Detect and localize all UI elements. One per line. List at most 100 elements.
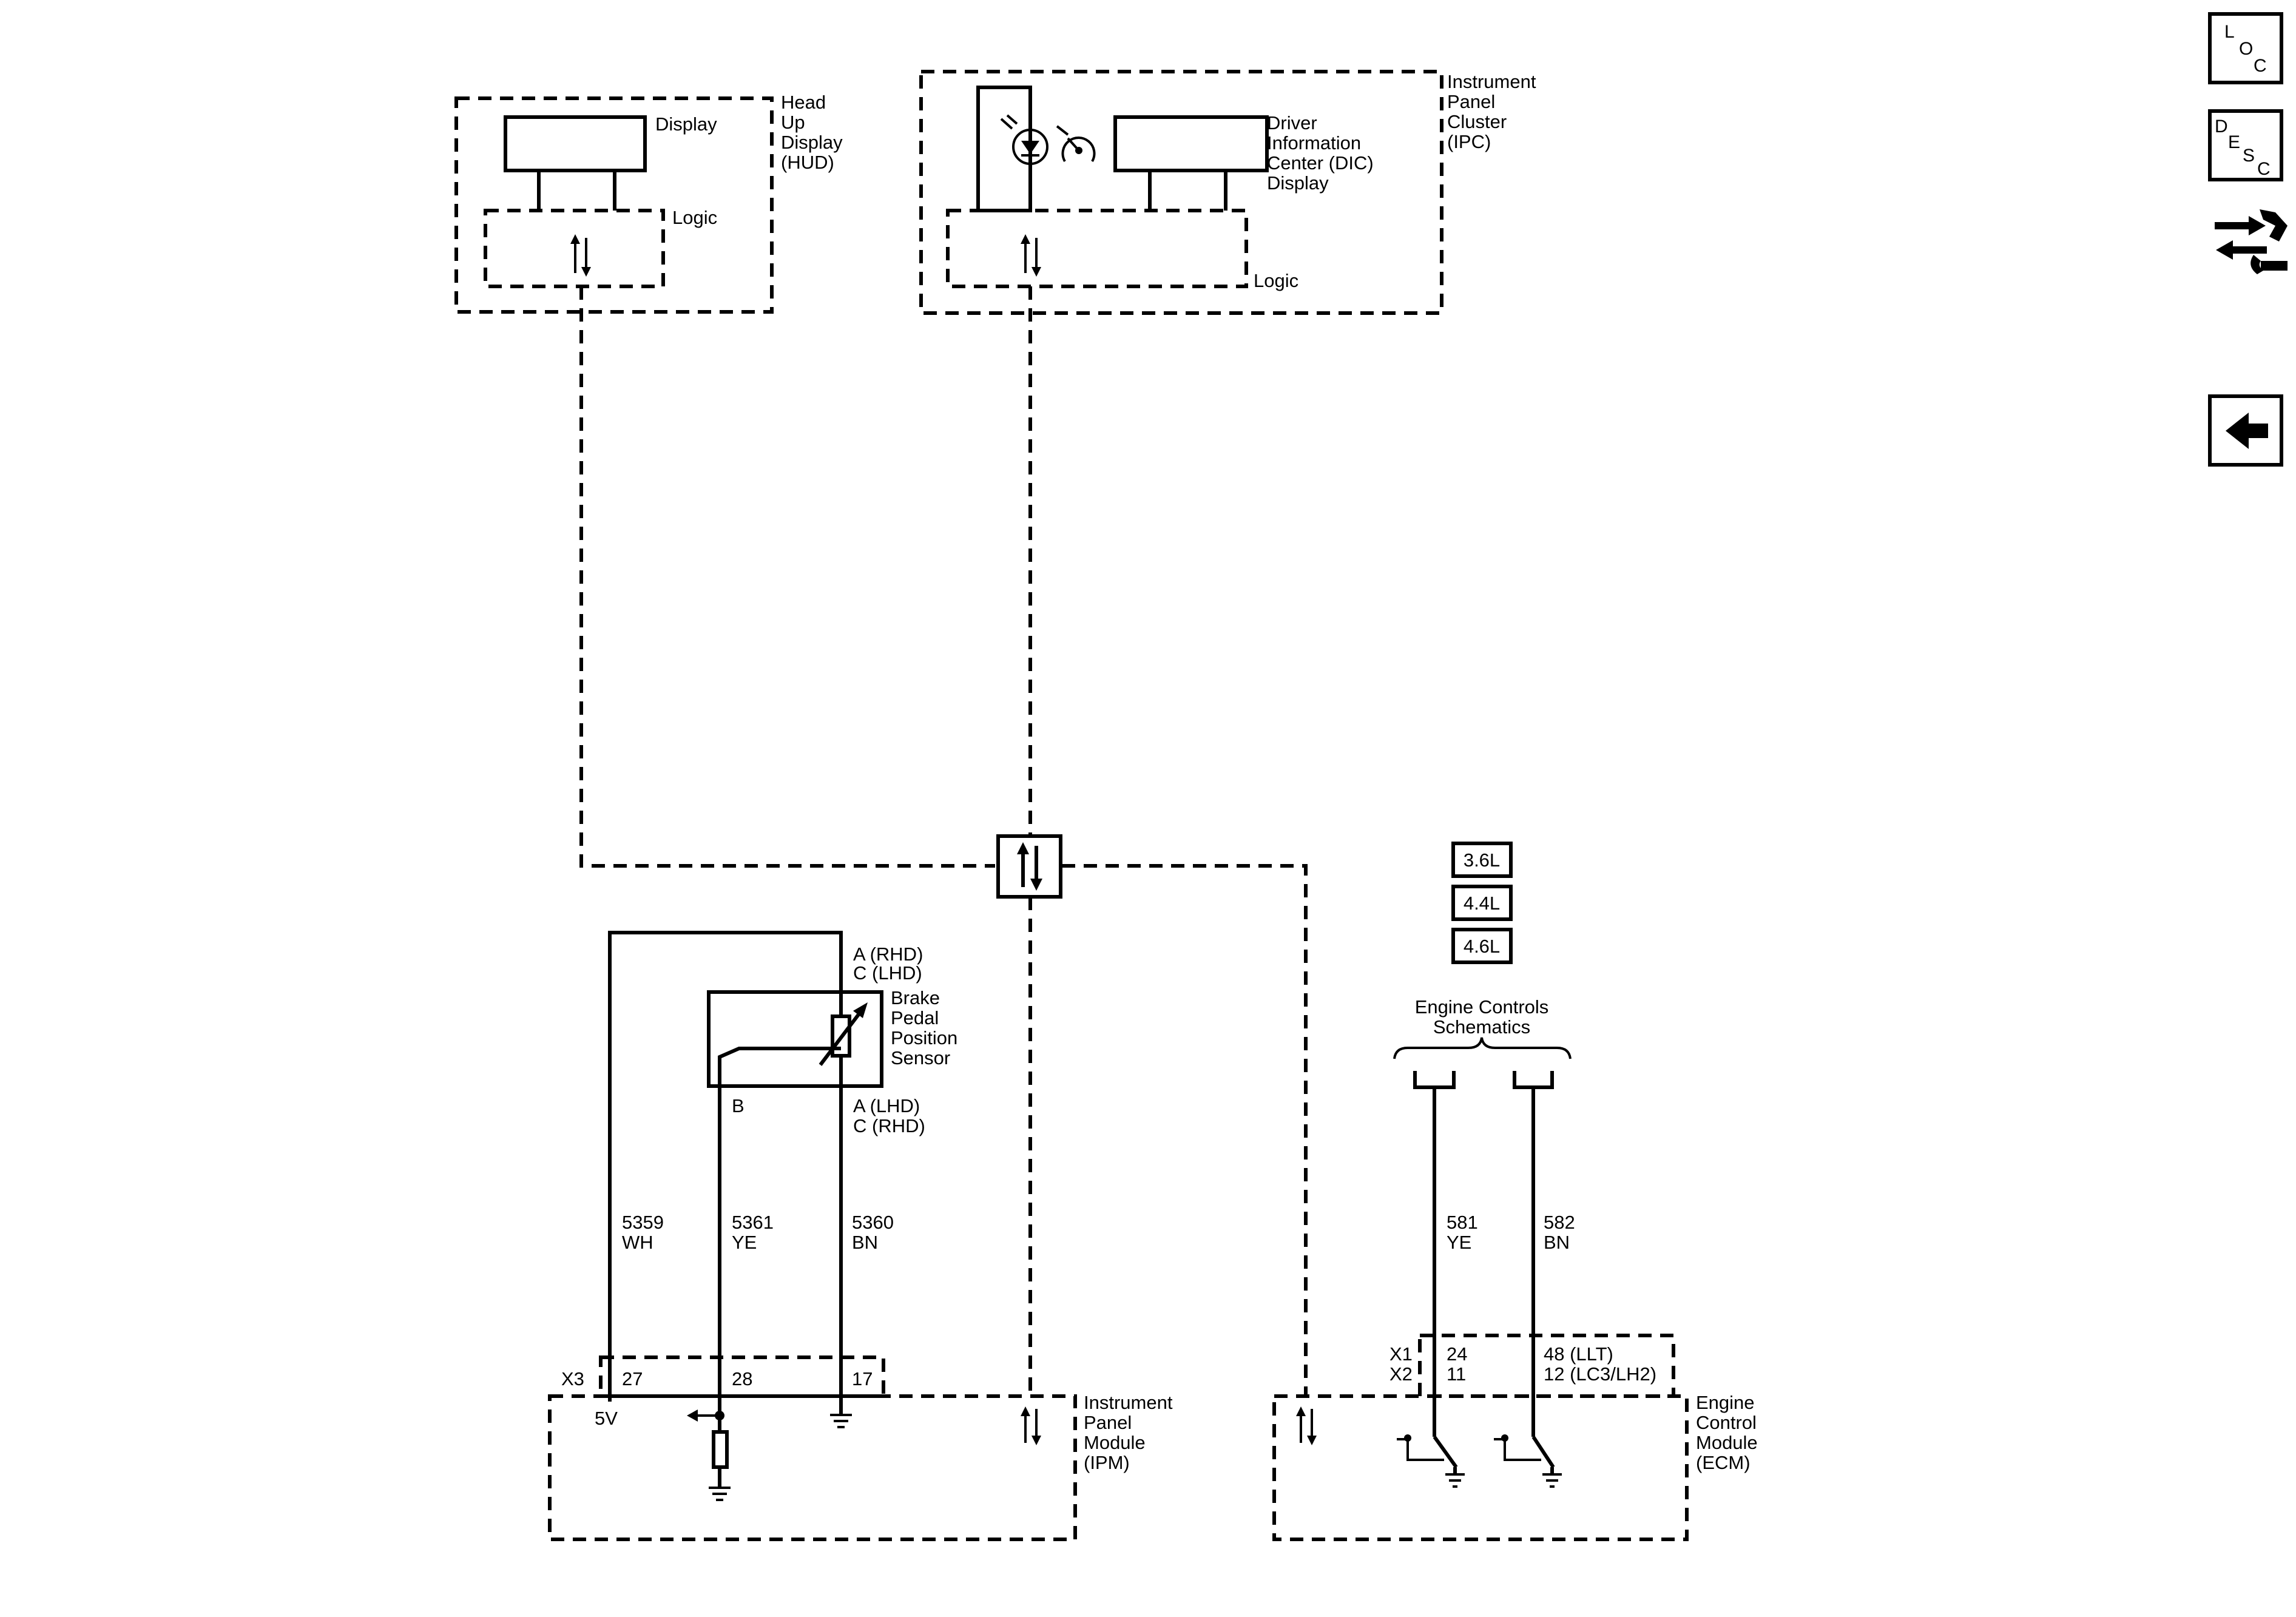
ecm-title-4: (ECM) — [1696, 1452, 1751, 1473]
ipm-connector-x3 — [599, 1355, 885, 1398]
hud-title-4: (HUD) — [781, 152, 834, 173]
ground-icon — [830, 1414, 852, 1428]
wire-color: YE — [732, 1232, 757, 1253]
hud-outline — [454, 96, 774, 314]
ecm-switch-input — [1494, 1434, 1562, 1488]
engine-controls-schematics-ref: Engine Controls Schematics — [1393, 996, 1572, 1437]
connector-wrench-icon — [2215, 209, 2288, 274]
wire-color: BN — [852, 1232, 878, 1253]
brake-pedal-position-sensor: A (RHD) C (LHD) Brake Pedal Position Sen… — [608, 931, 957, 1383]
ground-icon — [709, 1487, 731, 1501]
hud-title-3: Display — [781, 132, 843, 153]
ecm-module: X1 X2 24 11 48 (LLT) 12 (LC3/LH2) — [1272, 1334, 1758, 1541]
data-splice-box — [996, 834, 1062, 899]
ecm-connector-x1: X1 — [1389, 1343, 1413, 1365]
connector-tab-icon — [1413, 1071, 1456, 1089]
dic-display-box — [1113, 115, 1269, 172]
resistor-icon — [712, 1430, 729, 1469]
ipm-outline — [548, 1394, 1077, 1541]
sensor-name-1: Brake — [891, 987, 940, 1008]
led-icon — [1000, 114, 1048, 165]
wire-color: BN — [1544, 1232, 1570, 1253]
ecm-outline — [1272, 1394, 1689, 1541]
ecm-switch-input — [1397, 1434, 1465, 1488]
sensor-name-3: Position — [891, 1027, 957, 1048]
ecm-pin-yellow-1: 24 — [1447, 1343, 1467, 1365]
schematics-ref-1[interactable]: Engine Controls — [1415, 996, 1549, 1018]
dic-label-3: Center (DIC) — [1267, 152, 1374, 174]
desc-letter: D — [2215, 116, 2228, 137]
nav-desc-button[interactable]: D E S C — [2208, 109, 2283, 181]
ecm-title-3: Module — [1696, 1432, 1758, 1453]
ecm-data-arrows-icon — [1296, 1406, 1317, 1445]
ground-icon — [1445, 1473, 1465, 1488]
sensor-name-4: Sensor — [891, 1047, 950, 1068]
ipc-title-3: Cluster — [1447, 111, 1507, 132]
engine-options: 3.6L 4.4L 4.6L — [1451, 842, 1513, 964]
engine-option-box — [1451, 885, 1513, 921]
engine-option: 4.4L — [1464, 893, 1500, 914]
ipm-data-arrows-icon — [1021, 1406, 1041, 1445]
hud-title-1: Head — [781, 92, 826, 113]
ipm-pin-17: 17 — [852, 1368, 873, 1389]
ipc-logic-box — [946, 209, 1248, 288]
loc-letter: L — [2224, 22, 2235, 42]
sensor-name-2: Pedal — [891, 1007, 939, 1028]
splice-data-arrows-icon — [1017, 842, 1042, 891]
nav-connector-tool-button[interactable] — [2215, 209, 2288, 274]
ipc-module: Driver Information Center (DIC) Display … — [919, 70, 1536, 315]
ipc-title-2: Panel — [1447, 91, 1495, 112]
schematics-ref-2[interactable]: Schematics — [1433, 1016, 1530, 1038]
ipc-data-arrows-icon — [1021, 234, 1041, 277]
desc-letter: S — [2243, 146, 2255, 166]
ecm-pin-brown-1: 48 (LLT) — [1544, 1343, 1613, 1365]
ipm-wire-labels: 5359 WH 5361 YE 5360 BN — [622, 1212, 894, 1253]
ipc-lamp-box — [976, 86, 1032, 212]
dic-label-1: Driver — [1267, 112, 1317, 133]
ipm-title-2: Panel — [1084, 1412, 1132, 1433]
loc-letter: O — [2239, 39, 2253, 59]
ipm-pin-27: 27 — [622, 1368, 643, 1389]
ecm-pin-brown-2: 12 (LC3/LH2) — [1544, 1363, 1656, 1385]
wire-color: YE — [1447, 1232, 1471, 1253]
nav-loc-button[interactable]: L O C — [2208, 12, 2283, 84]
hud-title-2: Up — [781, 112, 805, 133]
ecm-connector-x2: X2 — [1389, 1363, 1413, 1385]
loc-letter: C — [2254, 56, 2267, 76]
ipc-title-1: Instrument — [1447, 71, 1536, 92]
back-arrow-icon — [2226, 413, 2268, 449]
engine-option-box — [1451, 928, 1513, 964]
ipc-outline — [919, 70, 1443, 315]
sensor-box — [707, 990, 883, 1088]
sensor-pin-b: B — [732, 1095, 745, 1116]
wire-color: WH — [622, 1232, 653, 1253]
sensor-bottom-pin-2: C (RHD) — [853, 1115, 925, 1136]
hud-logic-label: Logic — [672, 207, 717, 228]
ipm-title-1: Instrument — [1084, 1392, 1173, 1413]
wire-circuit: 5360 — [852, 1212, 894, 1233]
ecm-title-1: Engine — [1696, 1392, 1755, 1413]
sensor-bottom-pin-1: A (LHD) — [853, 1095, 920, 1116]
hud-data-arrows-icon — [570, 234, 591, 277]
hud-display-label: Display — [655, 113, 717, 135]
nav-back-button[interactable] — [2208, 394, 2283, 467]
ecm-title-2: Control — [1696, 1412, 1757, 1433]
ecm-wire-labels: 581 YE 582 BN — [1447, 1212, 1575, 1253]
ipm-title-4: (IPM) — [1084, 1452, 1130, 1473]
desc-letter: C — [2257, 159, 2271, 179]
ipm-connector-label: X3 — [561, 1368, 584, 1389]
wire-circuit: 582 — [1544, 1212, 1575, 1233]
wire-circuit: 581 — [1447, 1212, 1478, 1233]
sensor-top-pin-1: A (RHD) — [853, 944, 923, 965]
ipm-module: X3 27 28 17 5V — [548, 1355, 1173, 1541]
dic-label-2: Information — [1267, 132, 1361, 154]
engine-option: 4.6L — [1464, 936, 1500, 957]
ipm-title-3: Module — [1084, 1432, 1146, 1453]
ipc-logic-label: Logic — [1254, 270, 1298, 291]
sensor-top-pin-2: C (LHD) — [853, 962, 922, 984]
serial-data-bus — [579, 286, 1308, 1396]
wire-circuit: 5359 — [622, 1212, 664, 1233]
hud-module: Display Logic Head Up Display (HUD) — [454, 92, 843, 314]
ipm-5v-label: 5V — [595, 1408, 618, 1429]
